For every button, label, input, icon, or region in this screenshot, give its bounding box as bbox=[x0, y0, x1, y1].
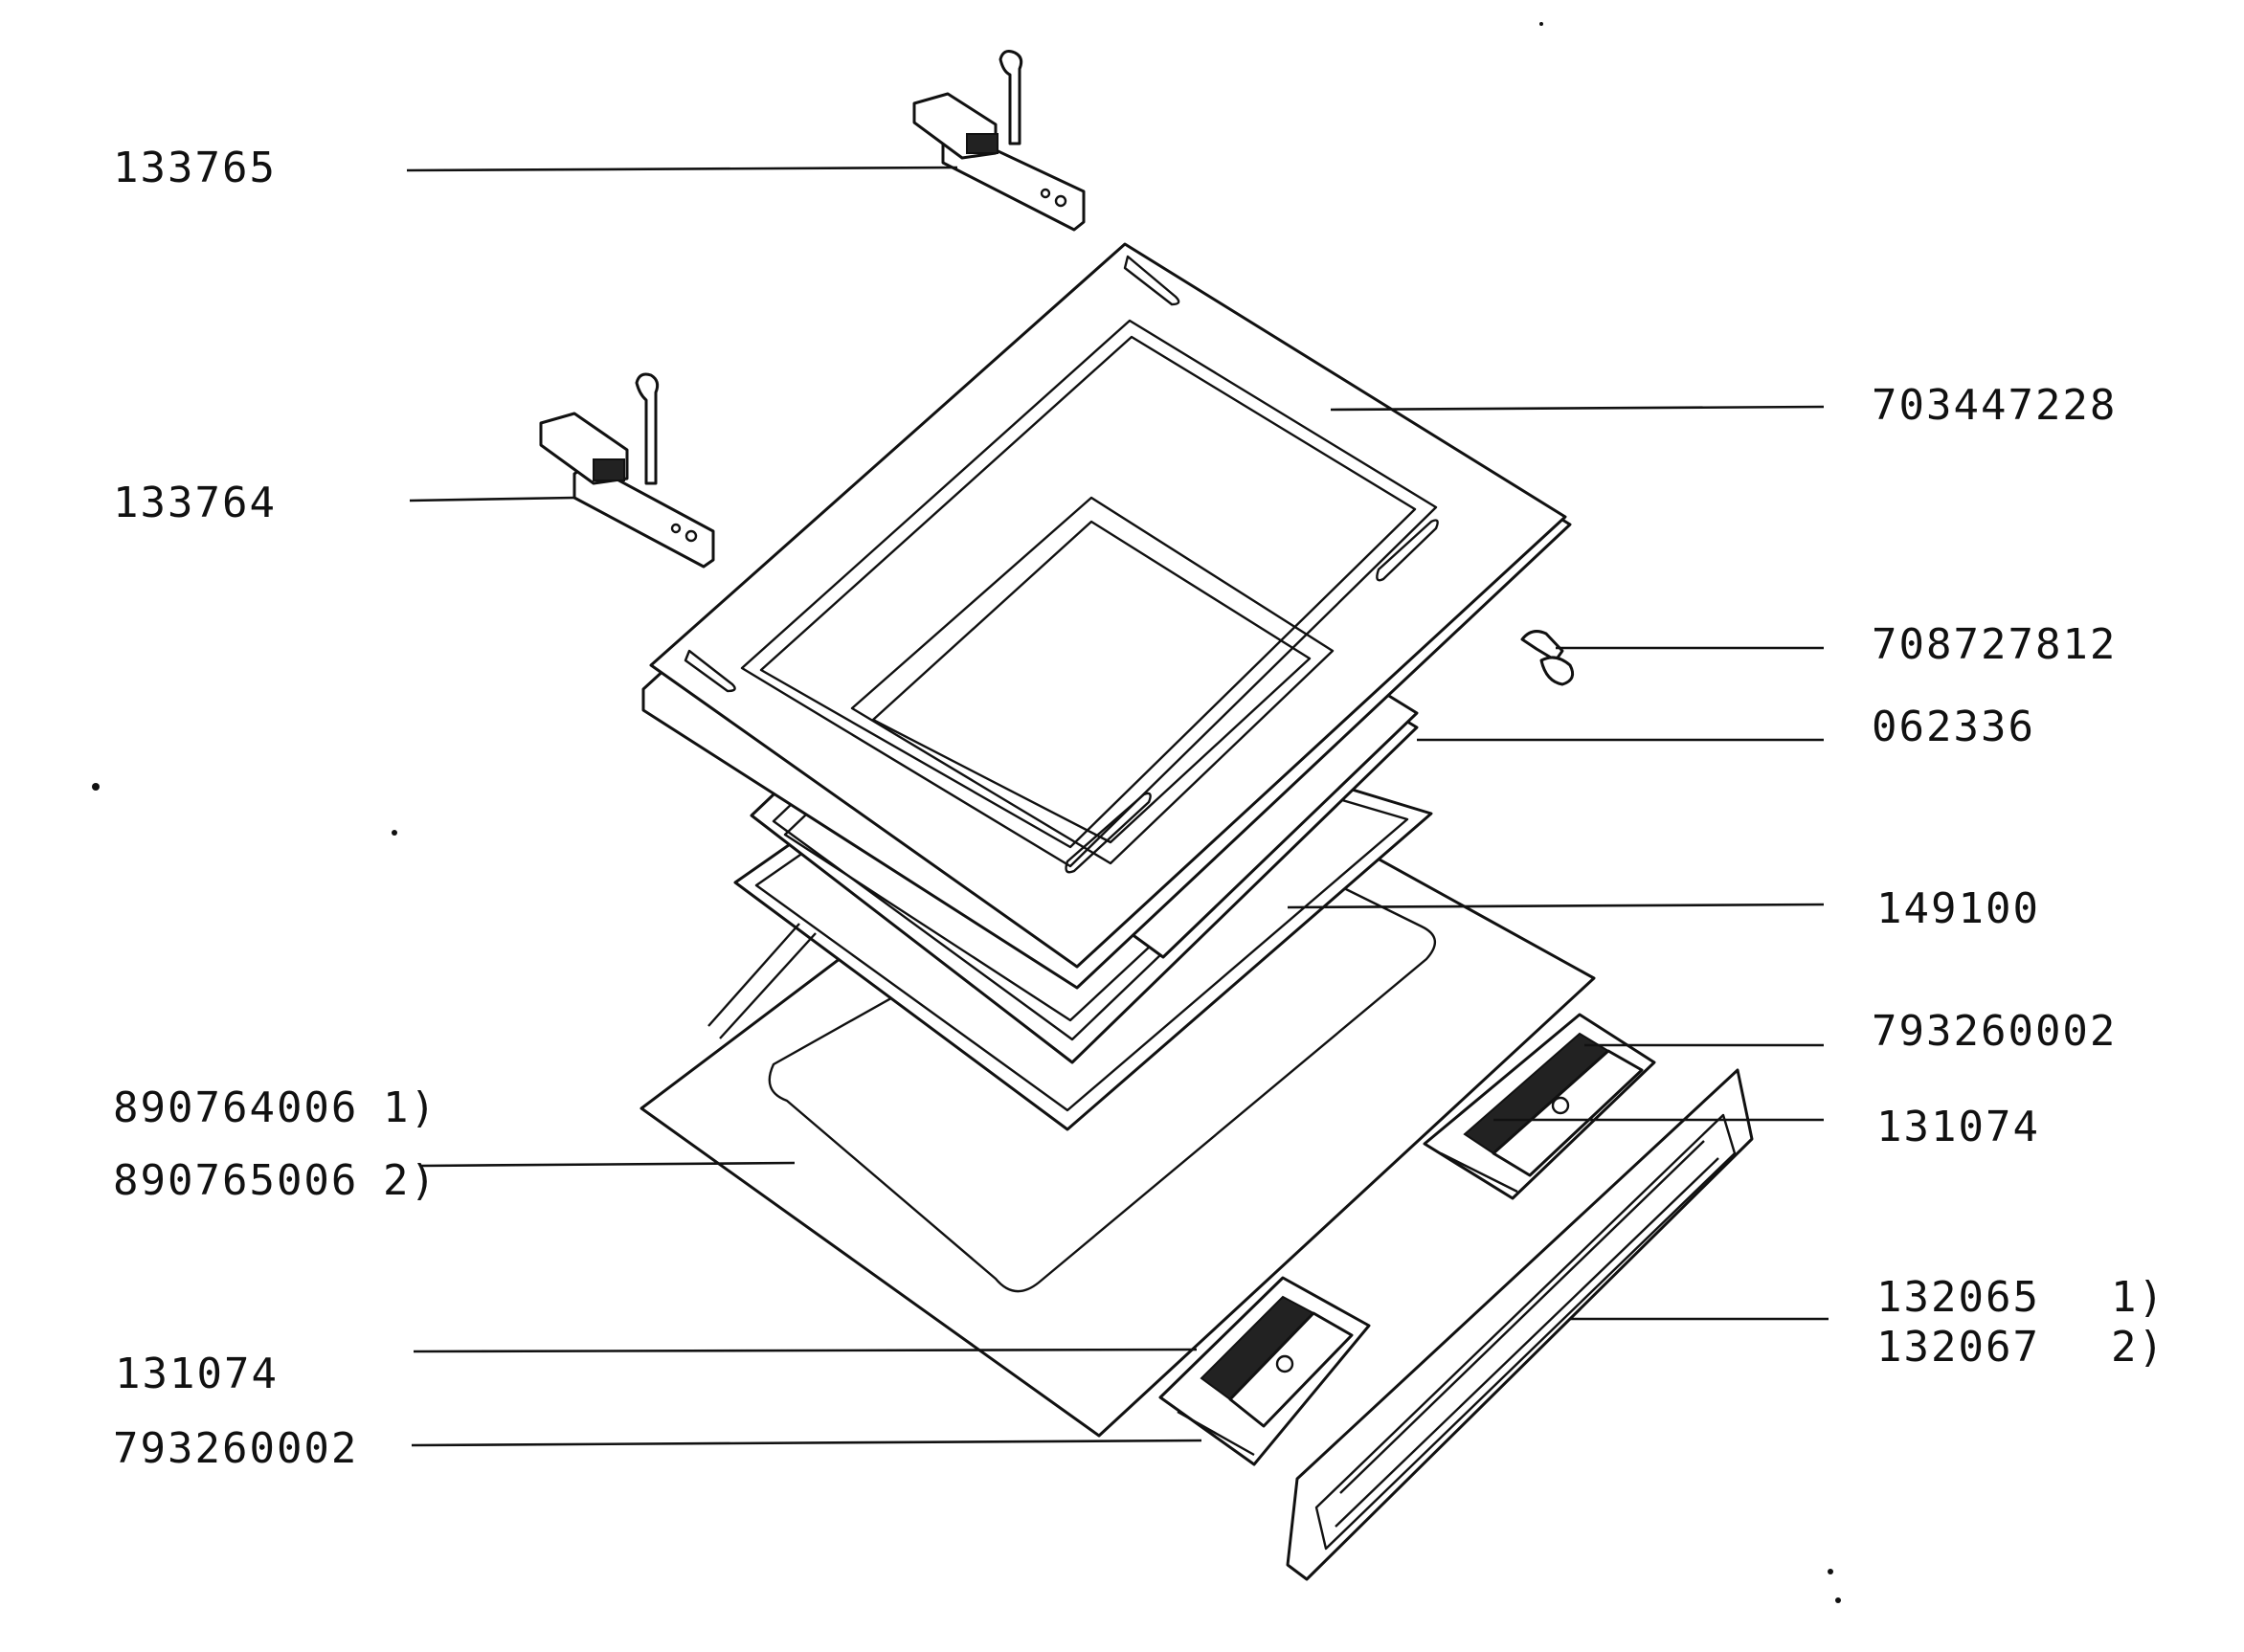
label-062336: 062336 bbox=[1872, 703, 2035, 751]
label-132067-note: 2) bbox=[2111, 1323, 2165, 1372]
label-793260002-right: 793260002 bbox=[1872, 1007, 2117, 1056]
label-890764006-note: 1) bbox=[383, 1083, 438, 1132]
label-132065-note: 1) bbox=[2111, 1273, 2165, 1322]
label-132067: 132067 bbox=[1876, 1323, 2040, 1372]
label-890765006-note: 2) bbox=[383, 1156, 438, 1205]
main-door-panel bbox=[641, 242, 1572, 990]
label-708727812: 708727812 bbox=[1872, 620, 2117, 669]
handle-bracket-right bbox=[1423, 1013, 1656, 1200]
label-133765: 133765 bbox=[113, 144, 277, 192]
clip-708727812 bbox=[1520, 630, 1575, 686]
label-890765006: 890765006 bbox=[113, 1156, 358, 1205]
hinge-133765 bbox=[912, 50, 1086, 232]
label-131074-left: 131074 bbox=[115, 1350, 279, 1398]
hinge-133764 bbox=[539, 372, 715, 569]
label-131074-right: 131074 bbox=[1876, 1103, 2040, 1151]
label-703447228: 703447228 bbox=[1872, 381, 2117, 430]
label-133764: 133764 bbox=[113, 479, 277, 527]
label-132065: 132065 bbox=[1876, 1273, 2040, 1322]
leader-lines bbox=[406, 166, 1829, 1447]
label-149100: 149100 bbox=[1876, 884, 2040, 933]
scan-specks bbox=[92, 22, 1841, 1603]
handle-bracket-left bbox=[1158, 1276, 1371, 1466]
label-890764006: 890764006 bbox=[113, 1083, 358, 1132]
label-793260002-left: 793260002 bbox=[113, 1424, 358, 1473]
door-handle bbox=[1286, 1068, 1754, 1581]
